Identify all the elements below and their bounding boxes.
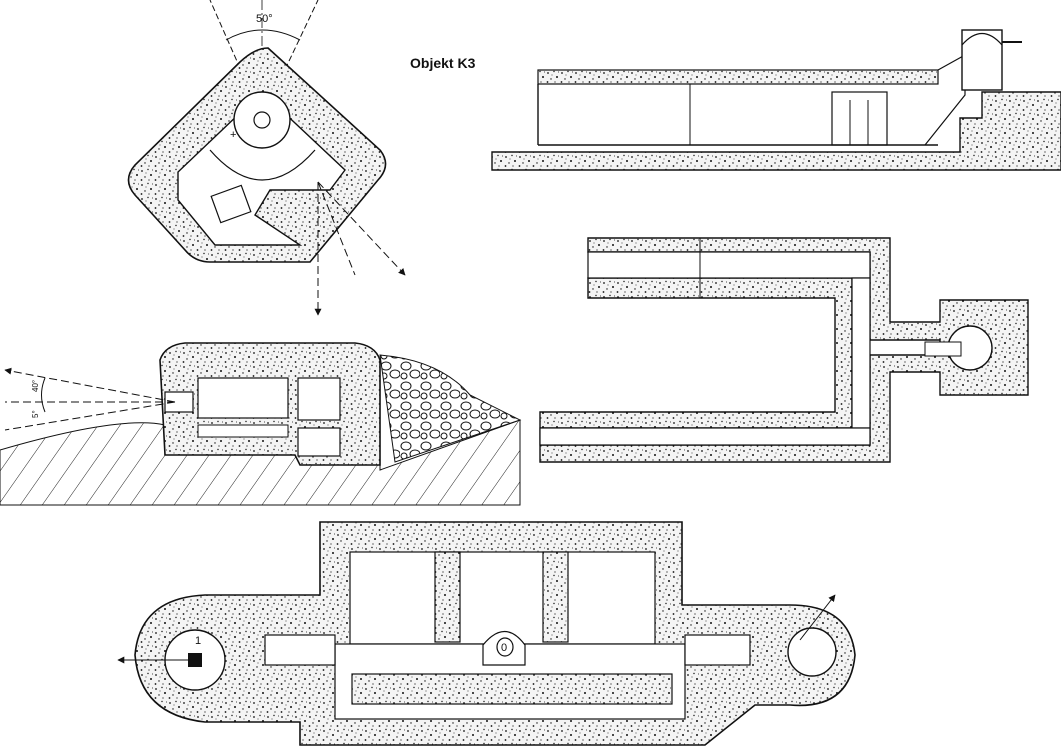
- rubble-fill: [379, 354, 522, 463]
- elevation-lower-angle-label: 5°: [31, 410, 40, 418]
- svg-text:+: +: [230, 129, 236, 141]
- corridor-plan: [539, 237, 1029, 463]
- longitudinal-section: [491, 29, 1061, 171]
- plan-cupola: [233, 91, 291, 149]
- gun-room-mark: 1: [195, 635, 201, 647]
- elevation-upper-angle-label: 40°: [31, 380, 40, 392]
- plan-inner-room: [177, 91, 346, 246]
- plan-sector-angle-label: 50°: [256, 13, 273, 25]
- drawing-title: Objekt K3: [410, 55, 476, 71]
- section-ground-slab: [491, 91, 1061, 171]
- section-roof-slab: [537, 69, 939, 85]
- cupola-mark: 0: [501, 642, 507, 654]
- section-door: [831, 91, 888, 146]
- terrain-hatched: [0, 419, 521, 506]
- floor-plan-main-hall: [349, 551, 656, 645]
- section-cupola: [961, 29, 1003, 91]
- main-floor-plan: 0 1: [117, 521, 856, 746]
- cupola-plan-view: 50° +: [127, 0, 406, 316]
- cross-section-terrain: 40° 5°: [0, 342, 522, 506]
- right-cupola: [787, 627, 837, 677]
